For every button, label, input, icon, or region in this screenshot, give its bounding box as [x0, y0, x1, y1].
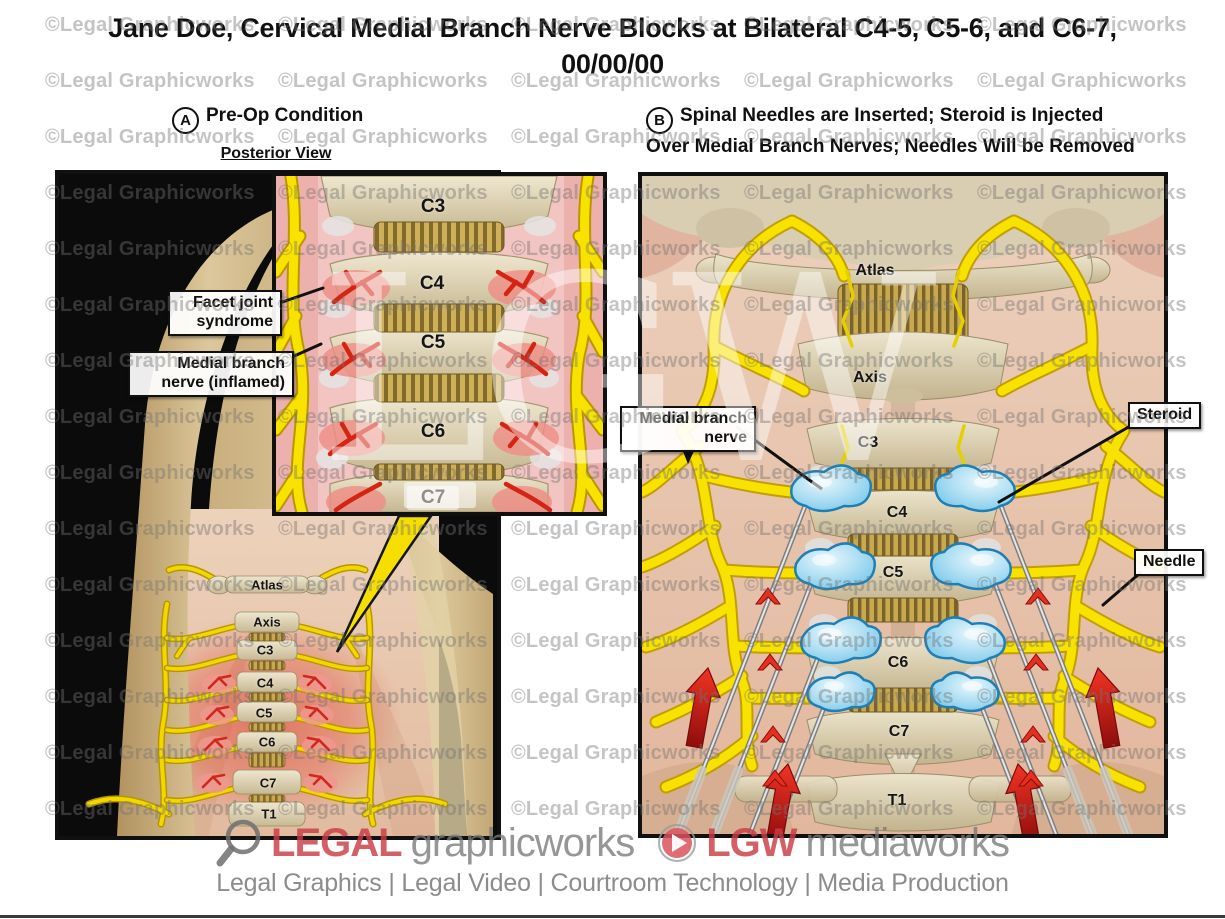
callout-needle: Needle [1134, 549, 1205, 576]
spine-a-label-c3: C3 [256, 642, 274, 658]
footer-tagline: Legal Graphics | Legal Video | Courtroom… [216, 869, 1009, 897]
panel-a-inset-magnified [272, 172, 607, 516]
spine-a-label-c4: C4 [256, 675, 274, 691]
spine-b-label-c3: C3 [857, 434, 879, 451]
title-date: 00/00/00 [561, 49, 664, 79]
spine-b-label-c5: C5 [882, 564, 904, 581]
panel-b-heading: B Spinal Needles are Inserted; Steroid is… [646, 103, 1176, 160]
brand-lgw-text: LGW [706, 820, 797, 865]
panel-b-heading-line2: Over Medial Branch Nerves; Needles Will … [646, 136, 1135, 157]
callout-medial-branch-inflamed: Medial branch nerve (inflamed) [128, 351, 294, 397]
exhibit-title: Jane Doe, Cervical Medial Branch Nerve B… [0, 10, 1225, 82]
panel-a-heading-text: Pre-Op Condition [206, 105, 364, 126]
play-icon [658, 824, 697, 862]
brand-legal-text: LEGAL [271, 820, 403, 865]
panel-a-view-label: Posterior View [220, 145, 332, 162]
callout-facet-joint-syndrome: Facet joint syndrome [168, 290, 282, 336]
spine-a-label-t1: T1 [261, 806, 277, 822]
inset-label-c3: C3 [420, 196, 446, 217]
spine-b-label-c4: C4 [886, 504, 908, 521]
bottom-edge-line [0, 915, 1225, 918]
panel-a-letter-icon: A [172, 107, 199, 134]
brand-graphicworks-text: graphicworks [410, 820, 636, 865]
spine-b-label-t1: T1 [887, 792, 907, 809]
callout-steroid: Steroid [1128, 402, 1202, 429]
callout-medial-branch-nerve: Medial branch nerve [620, 406, 756, 452]
spine-a-label-c5: C5 [255, 705, 273, 721]
spine-a-label-axis: Axis [253, 614, 281, 630]
panel-b-heading-line1: Spinal Needles are Inserted; Steroid is … [680, 105, 1104, 126]
inset-label-c4: C4 [419, 273, 445, 294]
inset-label-c6: C6 [420, 421, 446, 442]
panel-a-inset-art [276, 176, 603, 512]
inset-label-c7: C7 [406, 486, 460, 510]
spine-a-label-c6: C6 [258, 734, 276, 750]
spine-b-label-c7: C7 [888, 723, 910, 740]
brand-mediaworks-text: mediaworks [805, 820, 1010, 865]
spine-b-label-c6: C6 [887, 654, 909, 671]
magnifier-icon [216, 819, 261, 867]
inset-label-c5: C5 [420, 332, 446, 353]
spine-b-label-axis: Axis [853, 369, 887, 386]
panel-a-heading: A Pre-Op Condition [172, 103, 363, 134]
spine-a-label-atlas: Atlas [251, 577, 283, 593]
brand-row: LEGAL graphicworks LGW mediaworks [0, 818, 1225, 868]
title-line1: Jane Doe, Cervical Medial Branch Nerve B… [108, 13, 1117, 43]
spine-b-label-atlas: Atlas [855, 262, 895, 279]
panel-b-art [642, 176, 1164, 834]
panel-b-injection-illustration [638, 172, 1168, 838]
spine-a-label-c7: C7 [259, 775, 277, 791]
panel-b-letter-icon: B [646, 107, 673, 134]
